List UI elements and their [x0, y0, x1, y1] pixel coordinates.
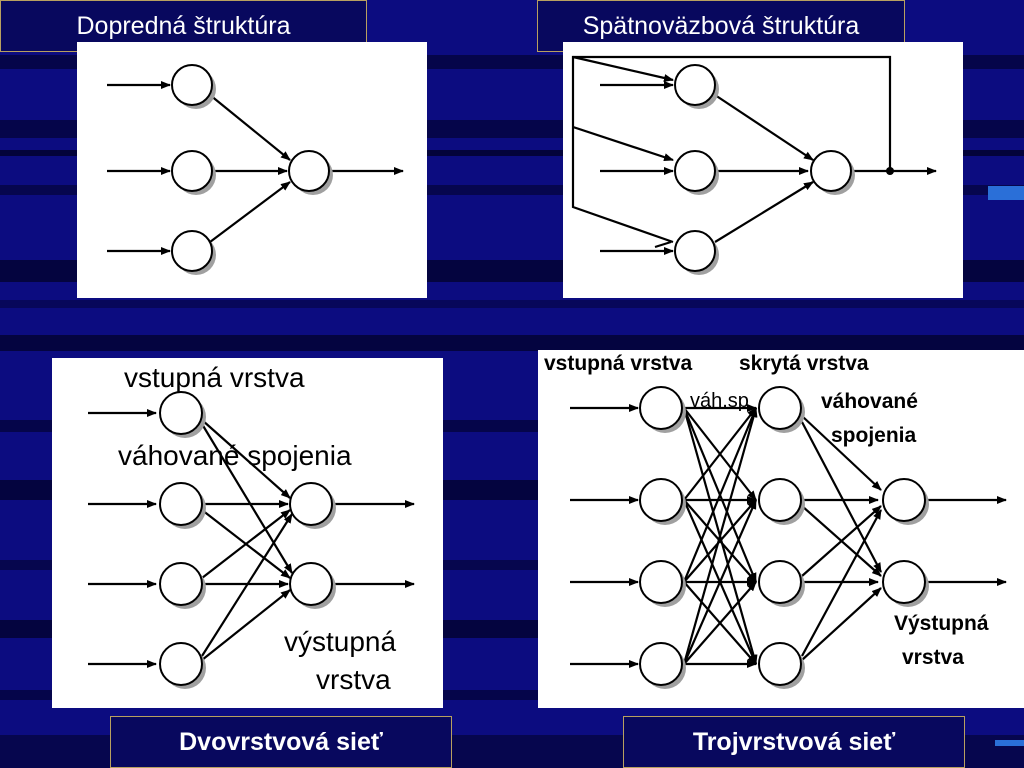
three-layer-caption-text: Trojvrstvová sieť — [692, 727, 896, 756]
input-hidden-connections — [682, 404, 758, 668]
connection-line — [683, 499, 757, 583]
hidden-layer-label: skrytá vrstva — [739, 352, 869, 375]
neuron-circles — [159, 391, 336, 689]
three-layer-network-diagram: vstupná vrstva skrytá vrstva váh.sp váho… — [538, 350, 1024, 708]
three-layer-caption: Trojvrstvová sieť — [623, 716, 965, 768]
connection-line — [682, 499, 758, 665]
connection-line — [683, 581, 757, 665]
three-output-label-line2: vrstva — [902, 646, 964, 669]
three-output-label-line1: Výstupná — [894, 612, 989, 635]
weighted-connections-label: váhované spojenia — [118, 440, 352, 471]
feedforward-diagram — [77, 42, 427, 298]
output-layer-label-line1: výstupná — [284, 626, 397, 657]
three-weighted-label-line1: váhované — [821, 390, 918, 413]
connection-line — [683, 407, 757, 501]
two-layer-network-diagram: vstupná vrstva váhované spojenia výstupn… — [52, 358, 443, 708]
neuron-circles — [639, 386, 929, 689]
accent-bar-bottom — [995, 740, 1024, 746]
two-layer-caption-text: Dvovrstvová sieť — [179, 727, 383, 756]
neuron-circles — [171, 64, 333, 275]
input-layer-label: vstupná vrstva — [124, 362, 305, 393]
neuron-circles — [674, 64, 855, 275]
connection-line — [682, 407, 758, 665]
weighted-abbrev-label: váh.sp — [690, 390, 749, 412]
connection-line — [682, 407, 758, 583]
accent-bar — [988, 186, 1024, 200]
two-layer-caption: Dvovrstvová sieť — [110, 716, 452, 768]
feedforward-title-text: Dopredná štruktúra — [76, 11, 291, 40]
three-weighted-label-line2: spojenia — [831, 424, 917, 447]
feedback-title-text: Spätnoväzbová štruktúra — [582, 11, 860, 40]
three-input-layer-label: vstupná vrstva — [544, 352, 693, 375]
feedback-diagram — [563, 42, 963, 298]
output-layer-label-line2: vrstva — [316, 664, 391, 695]
